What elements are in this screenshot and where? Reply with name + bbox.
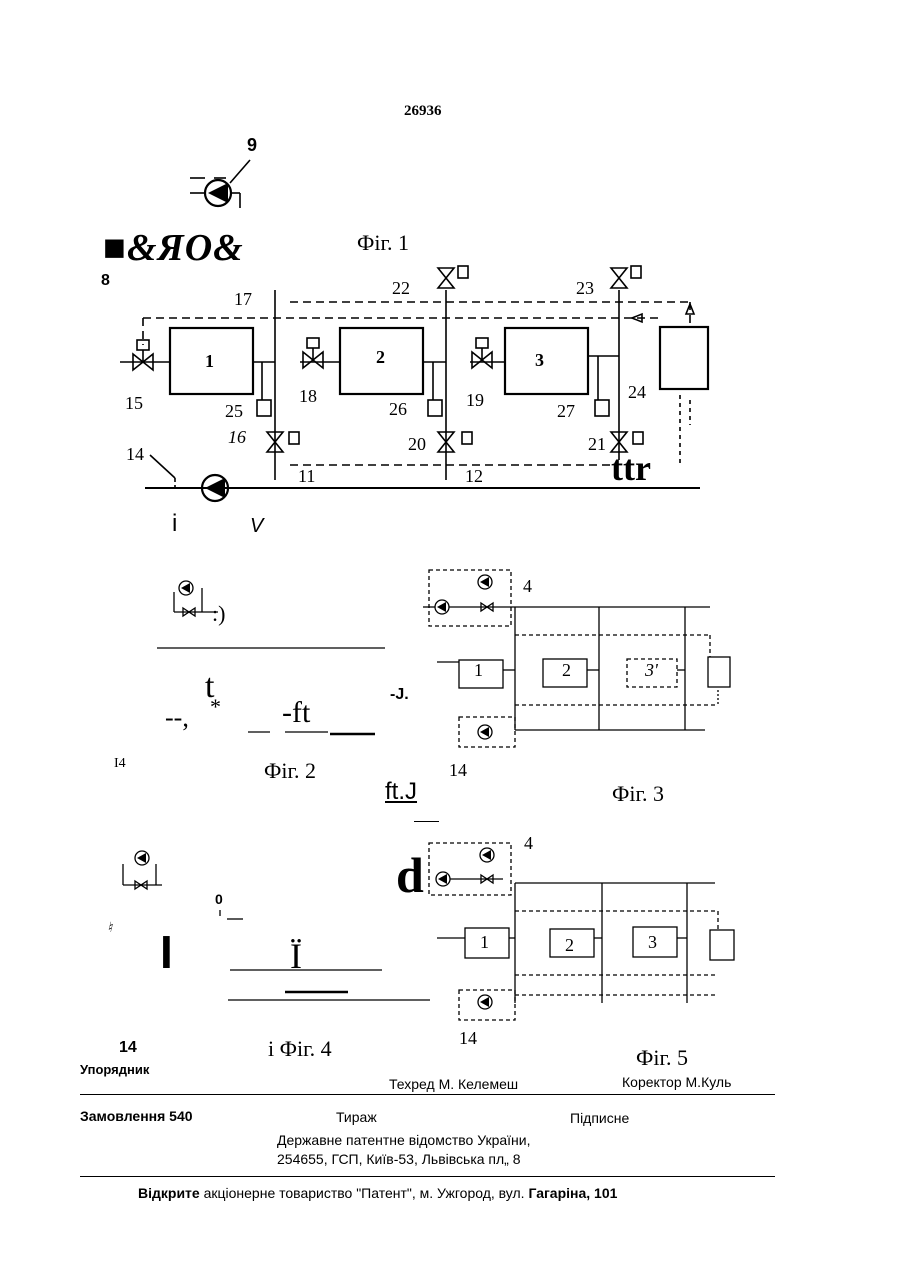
fig3-label-4: 4 (523, 576, 532, 597)
fig2-label-14: I4 (114, 756, 126, 772)
footer-office-line1: Державне патентне відомство України, (277, 1132, 531, 1148)
fig1-label-21: 21 (588, 434, 606, 455)
fig5-label-4: 4 (524, 833, 533, 854)
fig4-bar: I (160, 925, 173, 979)
fig1-label-8: 8 (101, 272, 110, 290)
unit-24-box (660, 327, 708, 389)
fig3-label-2: 2 (562, 660, 571, 681)
fig1-label-3: 3 (535, 350, 544, 371)
fig1-label-27: 27 (557, 401, 575, 422)
fig1-label-25: 25 (225, 401, 243, 422)
fig3-label-3: 3' (645, 660, 658, 681)
figure-1 (0, 130, 900, 540)
fig1-label-i: i (172, 510, 177, 538)
fig5-label-1: 1 (480, 932, 489, 953)
footer-corrector: Коректор М.Куль (622, 1074, 731, 1090)
fig2-dashes: --, (165, 703, 189, 733)
fig1-garbled-title: ■&ЯО& (103, 226, 244, 270)
fig1-label-11: 11 (298, 466, 315, 487)
fig1-label-26: 26 (389, 399, 407, 420)
footer-compiler: Упорядник (80, 1062, 149, 1077)
valve-16-icon (267, 432, 299, 452)
fig3-underline (414, 821, 439, 822)
fig4-caption: і Фіг. 4 (268, 1036, 332, 1062)
fig2-caption: Фіг. 2 (264, 758, 316, 784)
footer-publisher-bold1: Відкрите (138, 1185, 200, 1201)
valve-18-icon (303, 338, 323, 368)
fig4-i-uml: Ï (290, 935, 302, 977)
fig4-label-0: 0 (215, 891, 223, 907)
valve-19-icon (472, 338, 492, 368)
footer-publisher-middle: акціонерне товариство "Патент", м. Ужгор… (200, 1185, 529, 1201)
fig2-star: * (210, 694, 221, 720)
fig3-ftj: ft.J (385, 778, 417, 806)
fig2-j: -J. (390, 686, 409, 704)
fig1-label-1: 1 (205, 351, 214, 372)
footer-subscription: Підписне (570, 1110, 629, 1126)
fig3-caption: Фіг. 3 (612, 781, 664, 807)
fig1-label-22: 22 (392, 278, 410, 299)
fig1-label-9: 9 (247, 135, 257, 156)
unit-3-box (505, 328, 588, 394)
patent-number: 26936 (404, 103, 442, 120)
footer-circulation: Тираж (336, 1109, 377, 1125)
fig1-label-23: 23 (576, 278, 594, 299)
footer-publisher: Відкрите акціонерне товариство "Патент",… (138, 1185, 617, 1201)
fig1-label-2: 2 (376, 347, 385, 368)
fig4-label-14: 14 (119, 1039, 137, 1057)
valve-23-icon (611, 266, 641, 288)
fig2-paren: :) (212, 601, 225, 627)
fig1-label-ttr: ttr (611, 447, 651, 489)
figure-5 (415, 835, 750, 1035)
fig1-label-20: 20 (408, 434, 426, 455)
fig5-label-2: 2 (565, 935, 574, 956)
fig1-label-15: 15 (125, 393, 143, 414)
fig3-label-1: 1 (474, 660, 483, 681)
figure-2 (150, 570, 400, 770)
fig1-label-v: V (250, 515, 263, 538)
fig1-label-16: 16 (228, 427, 246, 448)
fig5-label-14: 14 (459, 1028, 477, 1049)
fig1-label-24: 24 (628, 382, 646, 403)
footer-office-line2: 254655, ГСП, Київ-53, Львівська пл„ 8 (277, 1151, 521, 1167)
figure-3 (415, 565, 750, 765)
footer-techred: Техред М. Келемеш (389, 1076, 518, 1092)
footer-publisher-bold2: Гагаріна, 101 (528, 1185, 617, 1201)
fig1-label-19: 19 (466, 390, 484, 411)
fig2-ft: -ft (282, 696, 310, 730)
valve-22-icon (438, 266, 468, 288)
fig1-label-12: 12 (465, 466, 483, 487)
footer-rule-top (80, 1094, 775, 1095)
fig5-caption: Фіг. 5 (636, 1045, 688, 1071)
fig4-label-6: ♮ (107, 920, 112, 937)
valve-20-icon (438, 432, 472, 452)
fig1-caption: Фіг. 1 (357, 230, 409, 256)
fig5-label-3: 3 (648, 932, 657, 953)
fig1-label-17: 17 (234, 289, 252, 310)
footer-rule-bottom (80, 1176, 775, 1177)
fig3-label-14: 14 (449, 760, 467, 781)
footer-order: Замовлення 540 (80, 1108, 193, 1124)
fig1-label-14: 14 (126, 444, 144, 465)
fig1-label-18: 18 (299, 386, 317, 407)
